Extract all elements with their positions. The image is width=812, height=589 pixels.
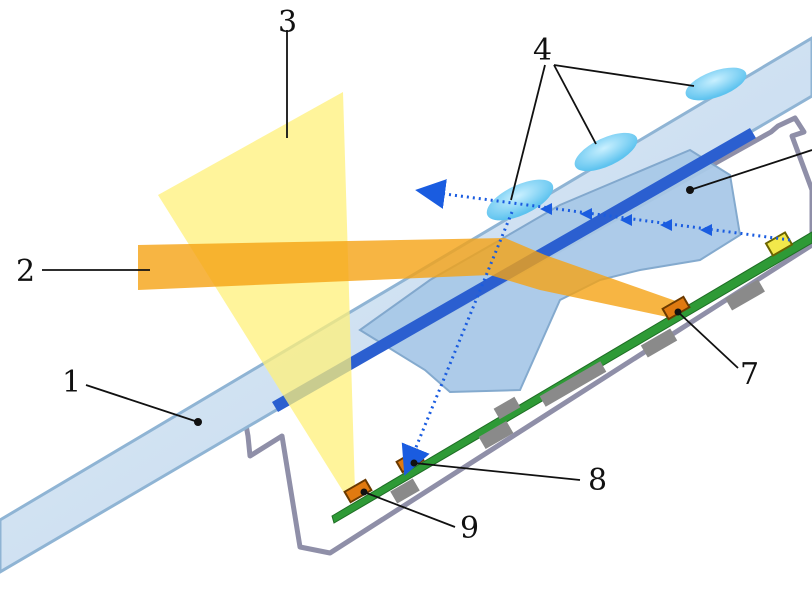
droplet bbox=[685, 67, 747, 101]
component bbox=[493, 396, 521, 420]
droplet bbox=[486, 179, 554, 221]
leader-lens bbox=[689, 149, 812, 191]
component bbox=[478, 420, 514, 450]
label-8: 8 bbox=[588, 463, 607, 498]
label-2: 2 bbox=[16, 254, 35, 289]
sensor-9 bbox=[343, 478, 373, 504]
housing bbox=[243, 115, 812, 556]
leader-lines bbox=[42, 30, 812, 528]
ray-horizontal bbox=[415, 179, 791, 242]
dotted-rays bbox=[401, 179, 791, 476]
leader-4a bbox=[553, 64, 695, 87]
component bbox=[539, 361, 607, 407]
leader-7 bbox=[677, 311, 739, 369]
label-3: 3 bbox=[278, 5, 297, 40]
leader-8 bbox=[413, 462, 581, 481]
leader-9 bbox=[363, 491, 456, 528]
orange-light-beam bbox=[138, 238, 690, 318]
label-7: 7 bbox=[740, 357, 759, 392]
component bbox=[390, 478, 420, 504]
component bbox=[640, 328, 678, 358]
leader-1 bbox=[85, 384, 199, 423]
leader-4b bbox=[553, 64, 597, 145]
water-droplets bbox=[486, 67, 747, 221]
label-9: 9 bbox=[460, 511, 479, 546]
droplet bbox=[574, 132, 638, 172]
yellow-light-beam bbox=[158, 92, 355, 496]
pcb-components bbox=[390, 279, 765, 504]
leader-dots bbox=[194, 186, 694, 496]
component bbox=[725, 279, 765, 311]
ray-triangles bbox=[540, 203, 712, 236]
circuit-board bbox=[331, 231, 812, 524]
label-1: 1 bbox=[62, 365, 81, 400]
label-4: 4 bbox=[533, 33, 552, 68]
leader-4c bbox=[510, 64, 546, 201]
